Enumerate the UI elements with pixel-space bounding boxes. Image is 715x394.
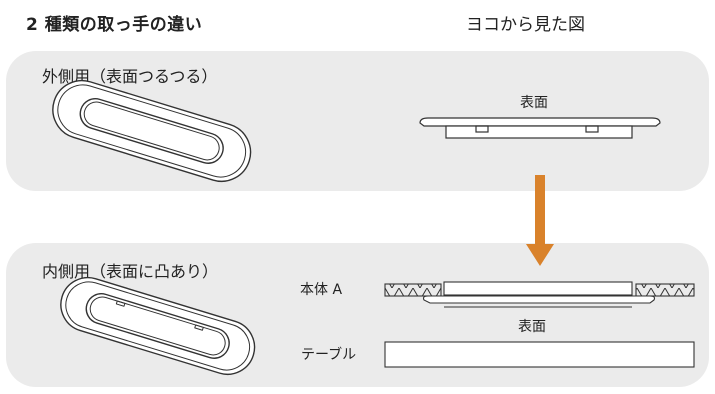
table-surface (384, 341, 695, 368)
diagram-title: 2 種類の取っ手の違い (26, 15, 203, 35)
down-arrow-icon (526, 175, 554, 266)
inner-side-view (384, 281, 695, 308)
inner-handle-illustration (60, 276, 256, 375)
inner-handle-label: 内側用（表面に凸あり） (42, 262, 219, 281)
body-a-label: 本体 A (300, 282, 343, 298)
side-view-title: ヨコから見た図 (466, 15, 585, 35)
outer-handle-illustration (52, 79, 252, 182)
outer-side-view (419, 117, 661, 139)
table-label: テーブル (301, 347, 357, 363)
outer-surface-label: 表面 (520, 95, 548, 111)
inner-surface-label: 表面 (518, 319, 546, 335)
